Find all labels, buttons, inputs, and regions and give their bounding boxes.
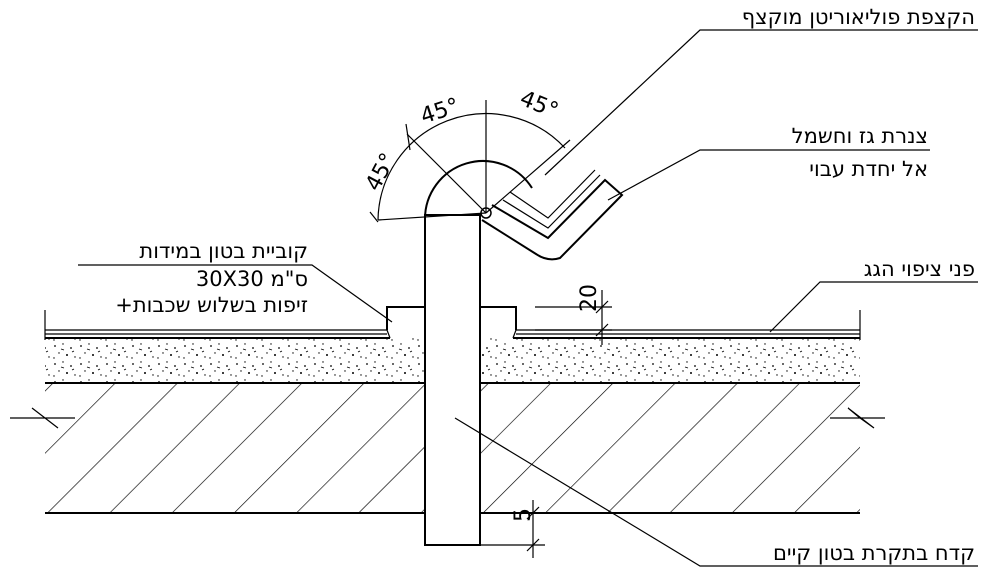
angle-dimensions [369,100,571,223]
pipe-sleeve [424,214,481,546]
break-symbol-left [10,407,75,429]
label-concrete-box-line3: +זיפות בשלוש שכבות [115,293,308,317]
leader-core-drill [454,417,978,567]
angle-label-right: 45° [516,86,562,124]
label-concrete-box-line1: קוביית בטון במידות [139,239,308,263]
leader-foam-spray [544,29,978,176]
screed-layer [45,338,860,383]
dimension-5-label: 5 [511,508,536,522]
label-core-drill: קדח בתקרת בטון קיים [773,541,975,565]
leader-roof-finish [769,281,978,333]
label-gas-pipe-line1: צנרת גז וחשמל [792,124,928,148]
leader-concrete-box [78,264,393,323]
label-roof-finish: פני ציפוי הגג [864,257,975,281]
dimension-20-marker [535,290,612,345]
break-symbol-right [830,407,885,429]
leader-gas-pipe [607,149,930,201]
roof-membrane [44,310,861,340]
label-gas-pipe-line2: אל יחדת עבוי [809,157,928,181]
concrete-slab [45,382,860,514]
dimension-5-marker [480,500,545,558]
dimension-20-label: 20 [577,284,602,312]
angle-label-top: 45° [418,94,463,130]
label-concrete-box-line2: 30X30 ס"מ [196,267,308,291]
angle-label-left: 45° [361,149,401,195]
gas-electric-pipe [481,169,624,261]
label-foam-spray: הקצפת פוליאוריטן מוקצף [742,5,975,29]
polyurethane-foam-cap [423,160,533,221]
